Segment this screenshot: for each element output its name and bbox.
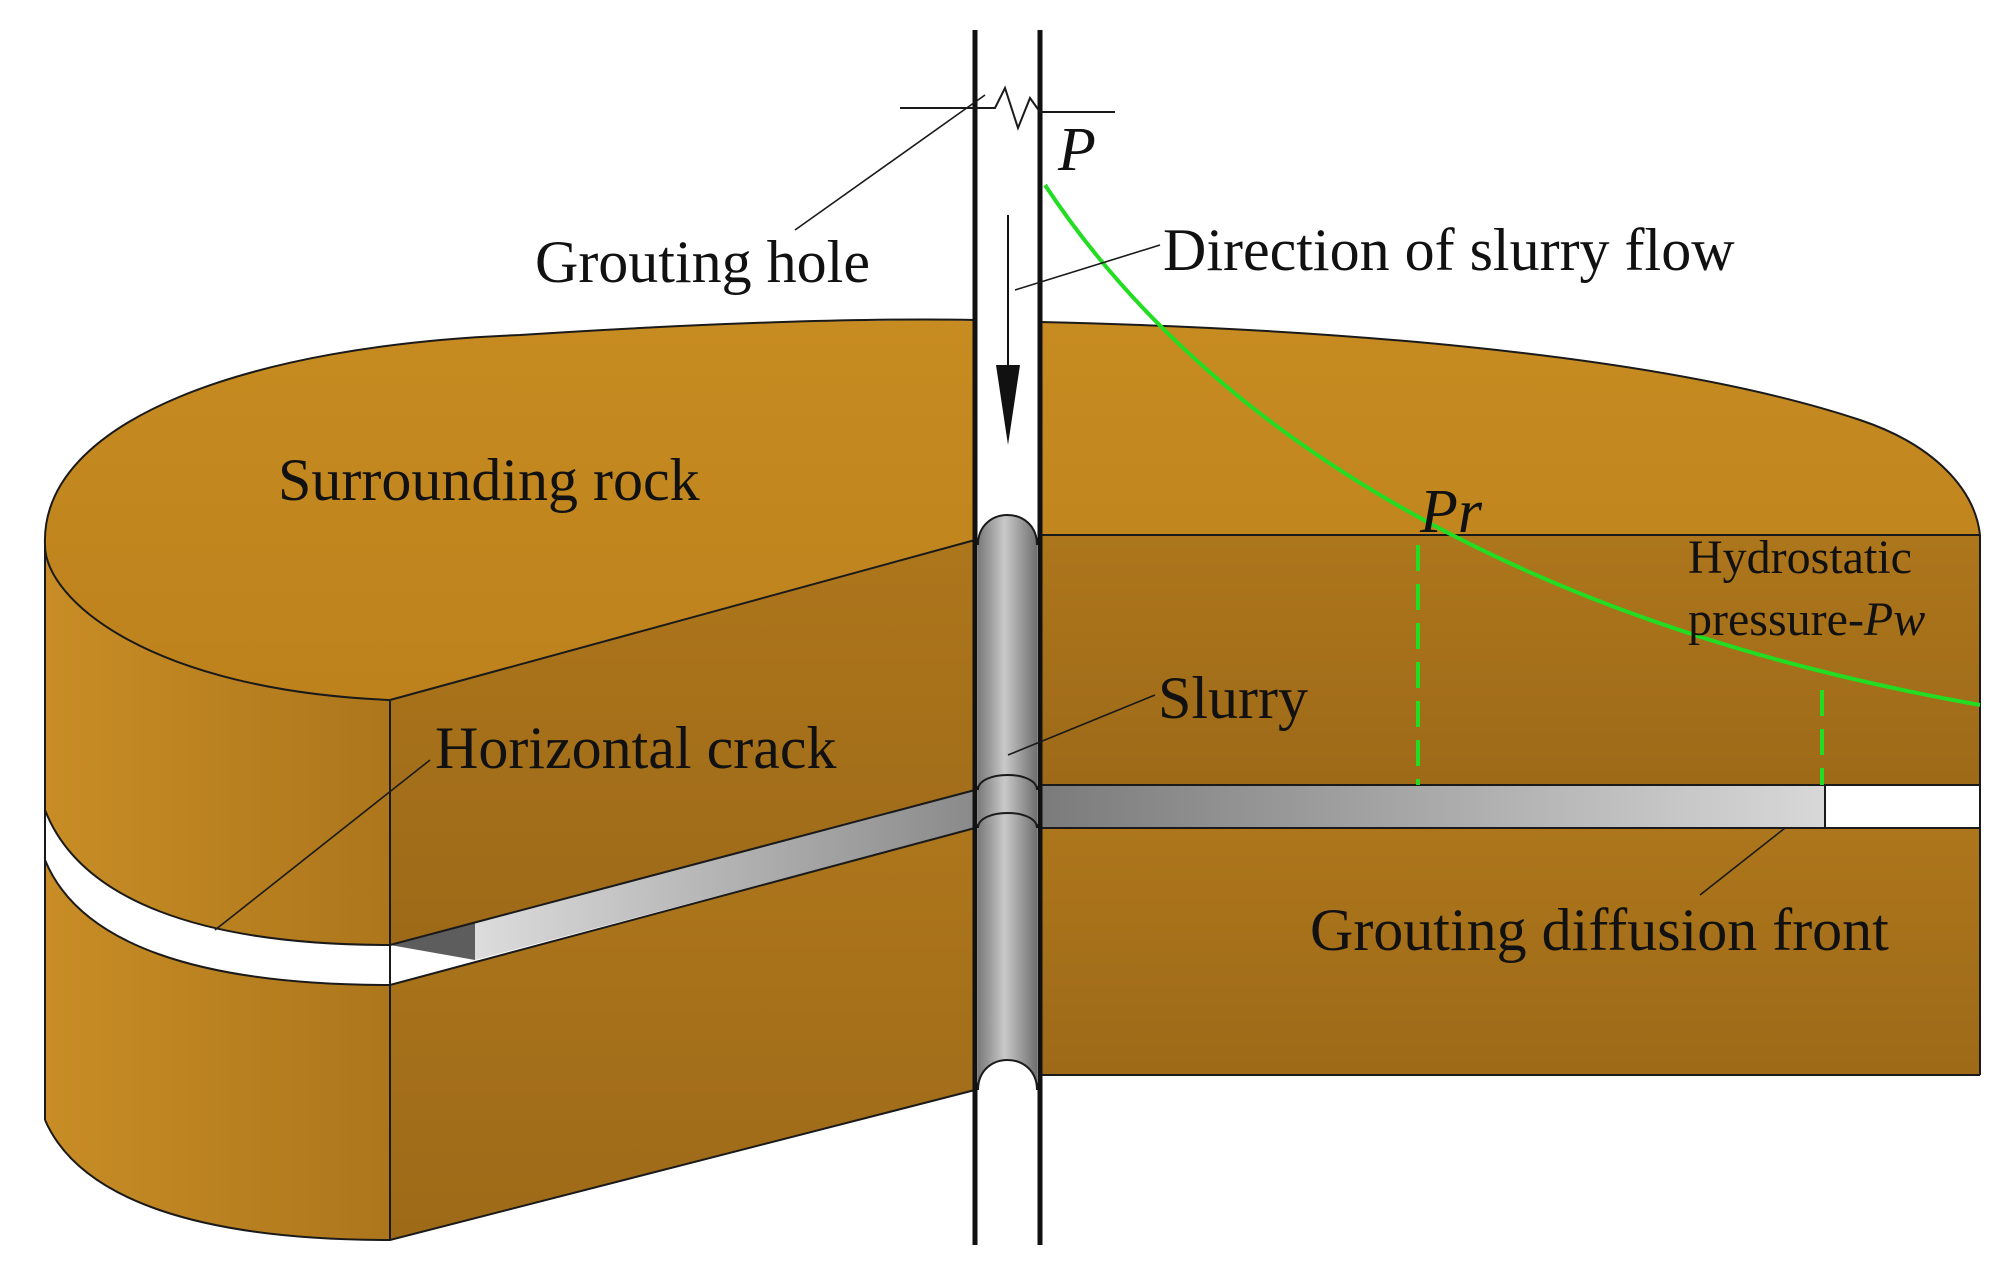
direction-of-slurry-flow-label: Direction of slurry flow — [1163, 217, 1735, 283]
pressure-p-label: P — [1057, 116, 1096, 184]
pressure-curve — [1043, 183, 1981, 707]
leader-horizontal-crack — [214, 759, 431, 931]
leader-grouting-diffusion-front — [1699, 827, 1786, 896]
leader-direction-of-slurry-flow — [1014, 244, 1161, 291]
rock-left-side-upper — [45, 545, 390, 945]
leader-grouting-hole — [794, 94, 986, 231]
crack-slurry-left — [475, 790, 975, 960]
crack-outline-left-bottom — [44, 827, 976, 987]
rock-right-front-upper — [1040, 535, 1980, 785]
rock-outline-left-curve — [44, 544, 391, 701]
grouting-hole-label: Grouting hole — [535, 229, 870, 295]
hydrostatic-pressure-label-line1: Hydrostatic — [1688, 531, 1912, 584]
rock-right-front-lower — [1040, 828, 1980, 1075]
grouting-diffusion-front-label: Grouting diffusion front — [1310, 897, 1889, 963]
slurry-column-bottom — [977, 1059, 1038, 1091]
surrounding-rock-label: Surrounding rock — [278, 447, 700, 513]
rock-outline-top — [43, 318, 976, 546]
rock-outline-top-right — [1039, 321, 1981, 536]
rock-outline-left-bottom — [44, 1089, 976, 1242]
hydrostatic-pressure-label-line2: pressure-Pw — [1688, 593, 1925, 646]
rock-left-front-lower — [390, 828, 975, 1240]
slurry-crack-ring-bottom — [977, 812, 1038, 829]
slurry-column-top — [977, 514, 1038, 546]
rock-left-side-lower — [45, 860, 390, 1240]
slurry-crack-ring-top — [977, 774, 1038, 791]
rock-left-front-upper — [390, 540, 975, 945]
slurry-flow-arrowhead-icon — [996, 365, 1020, 445]
break-symbol-icon — [900, 85, 1115, 131]
crack-open-left — [45, 810, 390, 985]
leader-slurry — [1007, 694, 1156, 756]
crack-slurry-right — [1040, 785, 1825, 828]
crack-open-right — [1825, 785, 1980, 828]
crack-outline-left-top — [44, 789, 976, 947]
crack-slurry-left-edge — [390, 922, 475, 960]
slurry-label: Slurry — [1158, 665, 1308, 731]
horizontal-crack-label: Horizontal crack — [435, 715, 836, 781]
rock-outline-oblique-top — [389, 539, 976, 701]
slurry-column — [978, 515, 1037, 1090]
pressure-pr-label: Pr — [1419, 478, 1483, 546]
